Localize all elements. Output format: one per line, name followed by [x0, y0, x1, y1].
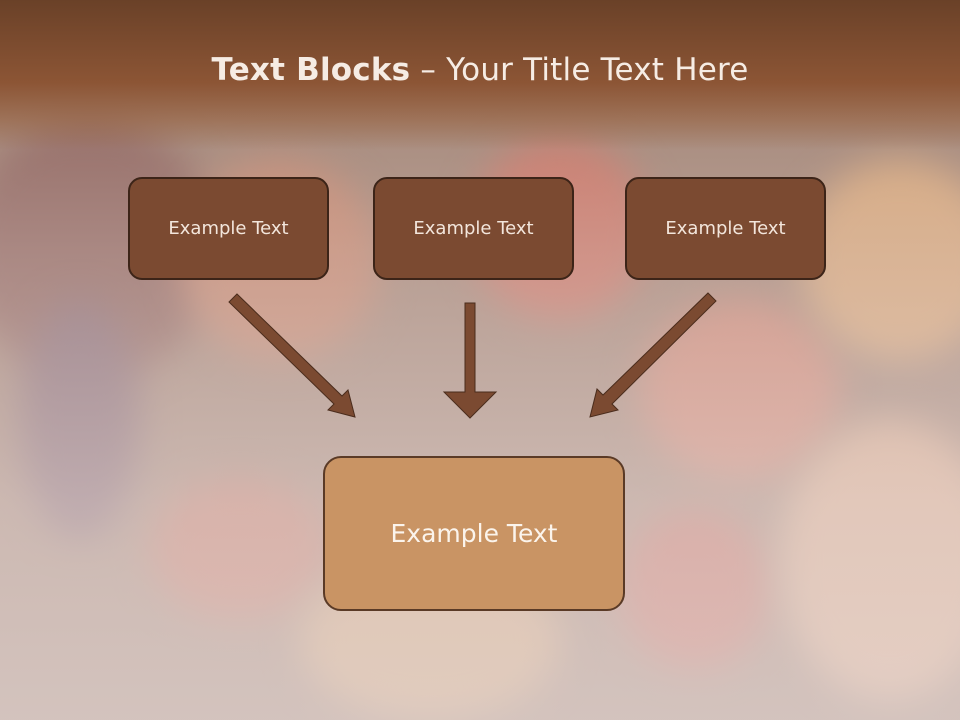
text-block-2[interactable]: Example Text: [373, 177, 574, 280]
title-text: – Your Title Text Here: [410, 52, 749, 88]
text-block-3[interactable]: Example Text: [625, 177, 826, 280]
arrow-down-icon[interactable]: [442, 302, 498, 419]
text-block-2-label: Example Text: [413, 218, 534, 239]
main-text-block-label: Example Text: [390, 519, 558, 548]
arrow-down-left-icon[interactable]: [589, 292, 717, 418]
slide-title[interactable]: Text Blocks – Your Title Text Here: [0, 52, 960, 88]
arrow-down-right-icon[interactable]: [228, 293, 356, 418]
title-bold-text: Text Blocks: [211, 52, 411, 88]
title-band: [0, 0, 960, 150]
text-block-1-label: Example Text: [168, 218, 289, 239]
main-text-block[interactable]: Example Text: [323, 456, 625, 611]
text-block-1[interactable]: Example Text: [128, 177, 329, 280]
text-block-3-label: Example Text: [665, 218, 786, 239]
